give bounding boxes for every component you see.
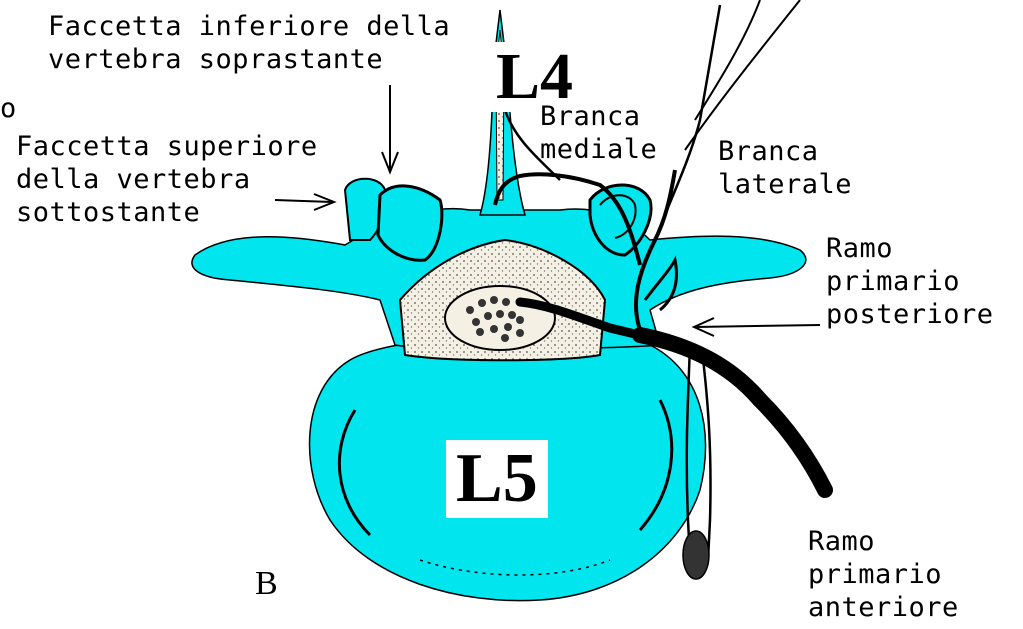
inferior-facet-left <box>378 186 442 260</box>
label-ramo-anteriore: Ramo primario anteriore <box>808 525 959 624</box>
lateral-branch-fan-2 <box>695 0 760 120</box>
arrow-ramo-posteriore <box>694 318 820 336</box>
arrow-faccetta-inferiore <box>382 85 398 172</box>
label-branca-laterale: Branca laterale <box>718 135 852 201</box>
label-cut-off: o <box>0 92 17 125</box>
ganglion <box>683 531 709 579</box>
lateral-branch-nerve <box>655 5 720 240</box>
label-faccetta-superiore: Faccetta superiore della vertebra sottos… <box>16 130 318 229</box>
panel-letter: B <box>255 565 278 603</box>
lateral-branch-fan <box>685 0 800 150</box>
label-ramo-posteriore: Ramo primario posteriore <box>826 232 994 331</box>
label-branca-mediale: Branca mediale <box>540 100 657 166</box>
vertebra-label-l5: L5 <box>446 440 548 518</box>
label-faccetta-inferiore: Faccetta inferiore della vertebra sopras… <box>48 10 450 76</box>
